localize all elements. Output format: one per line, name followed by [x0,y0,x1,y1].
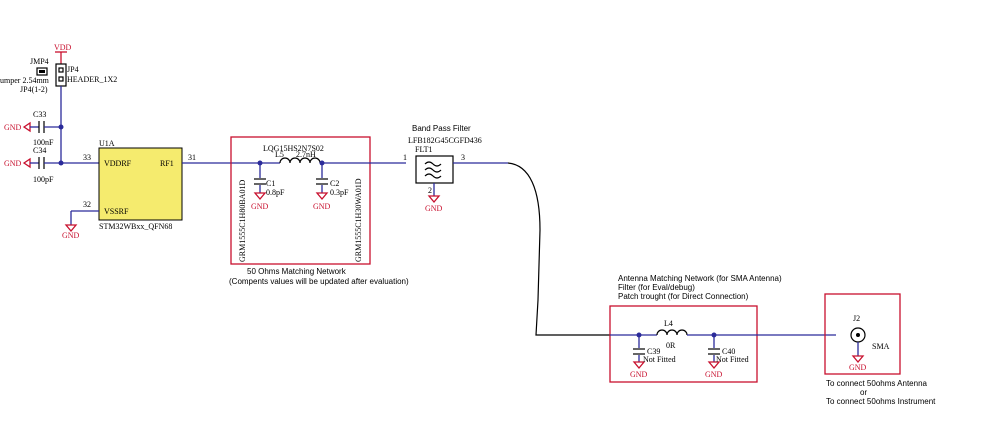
pin-vddrf: VDDRF [104,159,132,168]
antenna-line1: Antenna Matching Network (for SMA Antenn… [618,274,782,283]
pin-num-31: 31 [188,153,196,162]
c2-ref: C2 [330,179,339,188]
c34-value: 100pF [33,175,54,184]
matching-network-frame [230,136,371,265]
l5-part: LQG15HS2N7S02 [263,144,324,153]
c1-value: 0.8pF [266,188,285,197]
c40-ref: C40 [722,347,735,356]
gnd-label: GND [425,204,443,213]
filter-pin-1: 1 [403,153,407,162]
gnd-label: GND [705,370,723,379]
c1-ref: C1 [266,179,275,188]
gnd-label: GND [313,202,331,211]
l4-value: 0R [666,341,676,350]
c2-value: 0.3pF [330,188,349,197]
jp4-value: HEADER_1X2 [67,75,117,84]
pin-num-32: 32 [83,200,91,209]
header-jp4: JP4 HEADER_1X2 [55,63,117,87]
antenna-network-frame [609,305,758,383]
gnd-label: GND [630,370,648,379]
vssrf-ground: GND [62,210,99,240]
jp4-ref: JP4 [67,65,79,74]
connector-note2: or [860,388,867,397]
gnd-label: GND [849,363,867,372]
capacitor-c33: GND C33 100nF [4,110,61,147]
antenna-network-labels: Antenna Matching Network (for SMA Antenn… [618,274,782,301]
filter-pin-2: 2 [428,186,432,195]
capacitor-c34: GND C34 100pF [4,146,99,184]
pin-num-33: 33 [83,153,91,162]
jmp4-desc: umper 2.54mm [0,76,50,85]
c33-ref: C33 [33,110,46,119]
c39-ref: C39 [647,347,660,356]
antenna-network: L4 0R GND C39 Not Fitted GND C40 Not Fit… [610,319,836,379]
antenna-line2: Filter (for Eval/debug) [618,283,695,292]
matching-network: LQG15HS2N7S02 L5 2.7nH GND C1 0.8pF GND … [238,144,406,262]
jmp4-pins: JP4(1-2) [20,85,48,94]
gnd-label: GND [4,123,22,132]
j2-ref: J2 [853,314,860,323]
jumper-jmp4: JMP4 umper 2.54mm JP4(1-2) [0,57,50,94]
filter-part: LFB182G45CGFD436 [408,136,482,145]
connector-frame [824,293,901,375]
filter-title: Band Pass Filter [412,124,471,133]
c34-ref: C34 [33,146,46,155]
sma-connector-j2: J2 SMA GND [849,314,890,372]
connector-note3: To connect 50ohms Instrument [826,397,936,406]
c1-part: GRM1555C1H80BA01D [238,180,247,262]
vdd-label: VDD [54,43,72,52]
ic-ref: U1A [99,139,115,148]
c2-part: GRM1555C1H30WA01D [354,178,363,262]
band-pass-filter-flt1: Band Pass Filter LFB182G45CGFD436 FLT1 1… [403,124,482,213]
filter-ref: FLT1 [415,145,433,154]
feed-trace [507,162,610,336]
vdd-symbol: VDD [54,43,72,64]
ic-part: STM32WBxx_QFN68 [99,222,172,231]
gnd-label: GND [62,231,80,240]
pin-rf1: RF1 [160,159,174,168]
matching-title: 50 Ohms Matching Network [247,267,347,276]
j2-name: SMA [872,342,890,351]
l5-ref: L5 [275,150,284,159]
l4-ref: L4 [664,319,673,328]
matching-note: (Compents values will be updated after e… [229,277,409,286]
gnd-label: GND [4,159,22,168]
jmp4-ref: JMP4 [30,57,49,66]
c39-value: Not Fitted [643,355,676,364]
l5-value: 2.7nH [296,150,316,159]
ic-u1a: U1A VDDRF RF1 VSSRF STM32WBxx_QFN68 33 3… [83,139,196,231]
antenna-line3: Patch trought (for Direct Connection) [618,292,749,301]
c40-value: Not Fitted [716,355,749,364]
filter-pin-3: 3 [461,153,465,162]
pin-vssrf: VSSRF [104,207,129,216]
connector-note1: To connect 50ohms Antenna [826,379,928,388]
gnd-label: GND [251,202,269,211]
c33-value: 100nF [33,138,54,147]
